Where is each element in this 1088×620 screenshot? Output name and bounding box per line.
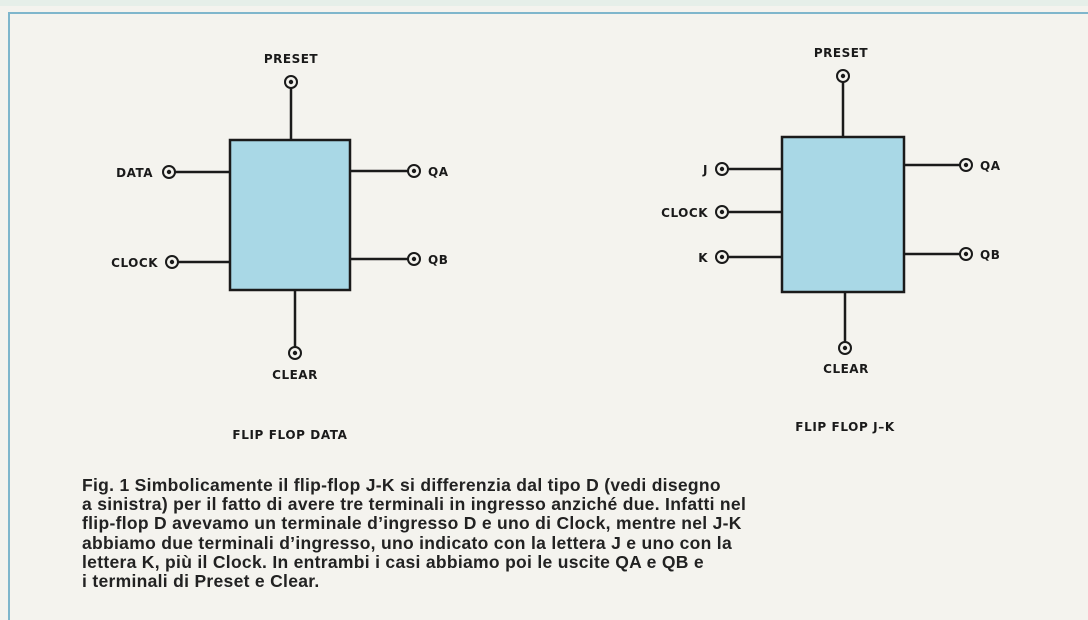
qb-label: QB — [980, 248, 1000, 262]
clear-terminal — [838, 341, 852, 355]
qb-label: QB — [428, 253, 448, 267]
qa-label: QA — [980, 159, 1001, 173]
preset-label: PRESET — [814, 46, 869, 60]
qa-terminal — [407, 164, 421, 178]
flip-flop-data-title: FLIP FLOP DATA — [232, 428, 347, 442]
caption-line: abbiamo due terminali d’ingresso, uno in… — [82, 532, 732, 553]
flip-flop-jk-title: FLIP FLOP J–K — [795, 420, 895, 434]
clear-label: CLEAR — [272, 368, 318, 382]
clear-terminal — [288, 346, 302, 360]
k-terminal — [715, 250, 729, 264]
j-label: J — [702, 163, 708, 177]
qa-terminal — [959, 158, 973, 172]
caption-line: a sinistra) per il fatto di avere tre te… — [82, 494, 747, 515]
clock-label: CLOCK — [111, 256, 158, 270]
top-strip — [0, 0, 1088, 6]
qb-terminal — [959, 247, 973, 261]
figure-frame — [8, 12, 1088, 620]
clear-label: CLEAR — [823, 362, 869, 376]
qb-terminal — [407, 252, 421, 266]
caption-line: lettera K, più il Clock. In entrambi i c… — [82, 551, 704, 572]
clock-terminal — [165, 255, 179, 269]
j-terminal — [715, 162, 729, 176]
clock-label: CLOCK — [661, 206, 708, 220]
preset-terminal — [836, 69, 850, 83]
flip-flop-data-diagram: PRESET CLEAR DATA CLOCK QA — [111, 52, 449, 442]
figure-caption: Fig. 1 Simbolicamente il flip-flop J-K s… — [82, 475, 982, 592]
qa-label: QA — [428, 165, 449, 179]
data-label: DATA — [116, 166, 153, 180]
data-terminal — [162, 165, 176, 179]
caption-line: Fig. 1 Simbolicamente il flip-flop J-K s… — [82, 475, 721, 495]
preset-terminal — [284, 75, 298, 89]
caption-line: flip-flop D avevamo un terminale d’ingre… — [82, 513, 742, 534]
flip-flop-jk-diagram: PRESET CLEAR J CLOCK K — [661, 46, 1001, 434]
caption-line: i terminali di Preset e Clear. — [82, 571, 320, 592]
k-label: K — [698, 251, 708, 265]
flip-flop-jk-block — [780, 135, 906, 294]
preset-label: PRESET — [264, 52, 319, 66]
flip-flop-data-block — [228, 138, 352, 292]
clock-terminal — [715, 205, 729, 219]
